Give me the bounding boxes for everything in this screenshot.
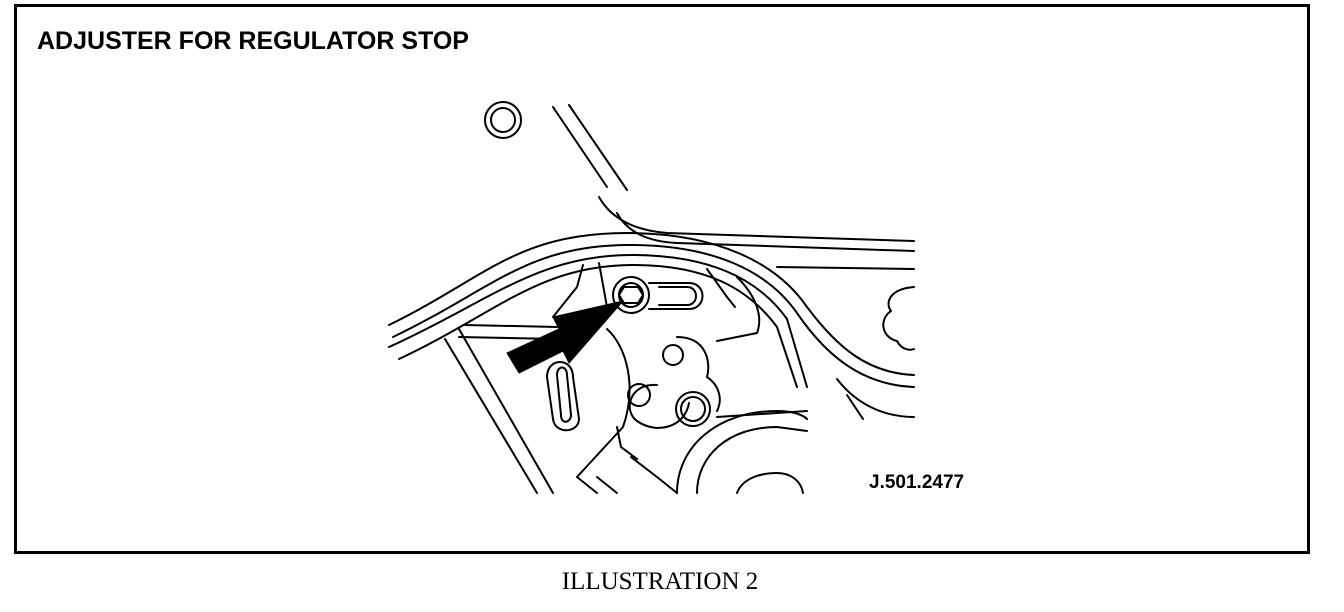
lower-drum [676,410,808,494]
ring-bolt [484,101,522,139]
illustration-frame: ADJUSTER FOR REGULATOR STOP [14,4,1310,554]
drawing-reference-code: J.501.2477 [869,472,965,493]
mounting-holes [627,344,711,427]
mechanism-drawing [388,101,915,494]
pointer-arrow [506,300,624,374]
housing-outer-curve [388,232,915,388]
illustration-caption: ILLUSTRATION 2 [561,568,759,595]
adjuster-screw [612,276,704,314]
housing-upper-edge [552,104,915,252]
diagram-title: ADJUSTER FOR REGULATOR STOP [37,27,469,55]
right-bracket [776,266,915,420]
vertical-slot [546,361,580,432]
adjuster-plate [444,262,761,494]
